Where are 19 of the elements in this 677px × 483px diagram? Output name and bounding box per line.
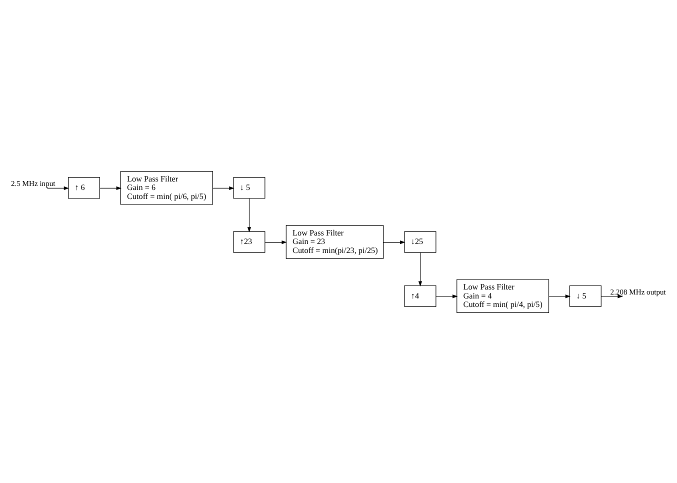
node-box: ↓ 5 [233,176,266,198]
arrow [383,240,406,244]
arrow [548,294,571,298]
node-box: ↓25 [404,230,436,252]
arrow [247,198,252,232]
arrow [418,252,422,286]
arrow [99,186,122,190]
arrow [264,240,287,244]
node-box: Low Pass Filter Gain = 23 Cutoff = min(pi/23, pi/25) [286,224,384,258]
node-box: Low Pass Filter Gain = 6 Cutoff = min( pi/6, pi/5) [120,170,213,204]
arrow [436,294,458,298]
arrow [212,186,234,190]
node-box: ↑4 [404,284,436,306]
arrow [600,294,623,298]
node-box: ↑23 [233,230,266,252]
node-box: ↑ 6 [68,176,100,198]
node-box: ↓ 5 [569,284,602,306]
arrow [47,186,70,190]
node-box: Low Pass Filter Gain = 4 Cutoff = min( pi/4, pi/5) [456,278,550,312]
